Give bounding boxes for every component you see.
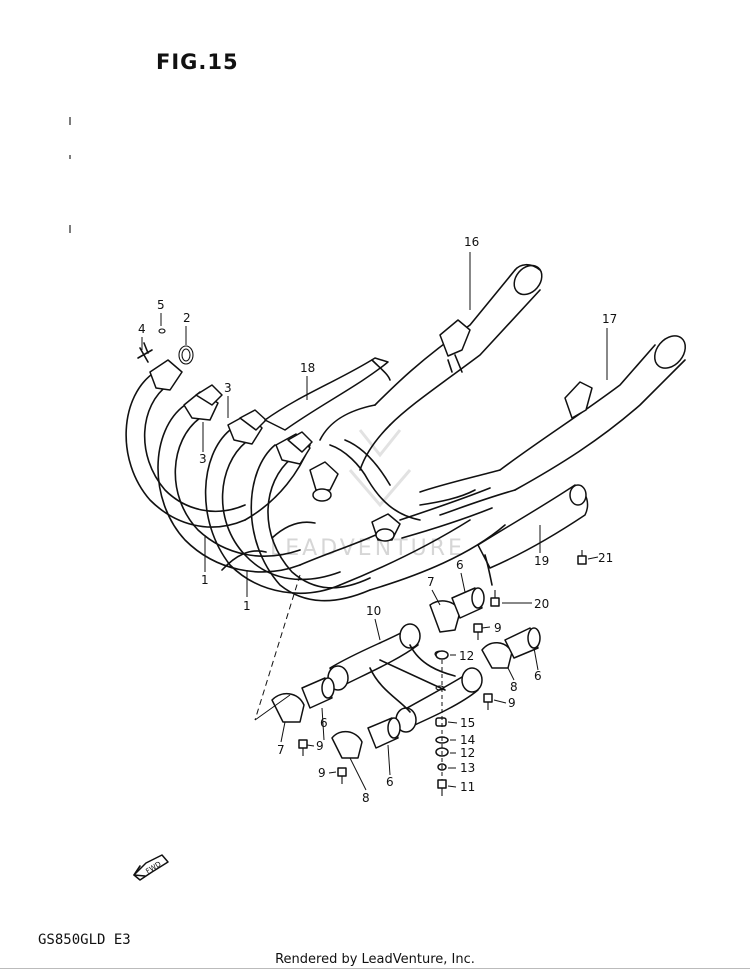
footer-divider bbox=[0, 968, 750, 969]
callout-21: 21 bbox=[598, 551, 613, 565]
figure-title: FIG.15 bbox=[156, 50, 239, 74]
fwd-arrow-icon: FWD bbox=[133, 854, 169, 881]
callout-17: 17 bbox=[602, 312, 617, 326]
callout-9: 9 bbox=[318, 766, 326, 780]
callout-6: 6 bbox=[456, 558, 464, 572]
callout-18: 18 bbox=[300, 361, 315, 375]
heat-shield-18 bbox=[264, 357, 391, 431]
callout-5: 5 bbox=[157, 298, 165, 312]
callout-10: 10 bbox=[366, 604, 381, 618]
callout-13: 13 bbox=[460, 761, 475, 775]
callout-9: 9 bbox=[494, 621, 502, 635]
watermark-text: LEADVENTURE bbox=[270, 536, 465, 561]
callout-7: 7 bbox=[277, 743, 285, 757]
callout-19: 19 bbox=[534, 554, 549, 568]
footer-credit: Rendered by LeadVenture, Inc. bbox=[275, 952, 475, 967]
callout-11: 11 bbox=[460, 780, 475, 794]
collector-pipes bbox=[309, 439, 493, 542]
callout-8: 8 bbox=[510, 680, 518, 694]
clamps-and-connectors bbox=[271, 587, 541, 759]
callout-12: 12 bbox=[459, 649, 474, 663]
callout-9: 9 bbox=[316, 739, 324, 753]
callout-20: 20 bbox=[534, 597, 549, 611]
assembly-guides bbox=[254, 574, 443, 780]
callout-9: 9 bbox=[508, 696, 516, 710]
callout-2: 2 bbox=[183, 311, 191, 325]
callout-labels: 4 5 2 3 3 1 1 18 16 17 19 21 20 7 6 10 9… bbox=[138, 235, 617, 805]
callout-3: 3 bbox=[199, 452, 207, 466]
exhaust-header-pipes bbox=[125, 328, 506, 602]
callout-1: 1 bbox=[201, 573, 209, 587]
callout-6: 6 bbox=[320, 716, 328, 730]
callout-6: 6 bbox=[386, 775, 394, 789]
model-code: GS850GLD E3 bbox=[38, 932, 131, 948]
watermark-logo: LEADVENTURE bbox=[270, 429, 465, 561]
callout-3: 3 bbox=[224, 381, 232, 395]
callout-14: 14 bbox=[460, 733, 475, 747]
callout-1: 1 bbox=[243, 599, 251, 613]
callout-15: 15 bbox=[460, 716, 475, 730]
callout-8: 8 bbox=[362, 791, 370, 805]
callout-4: 4 bbox=[138, 322, 146, 336]
muffler-16 bbox=[319, 263, 543, 471]
joint-pipe-10 bbox=[327, 623, 483, 733]
callout-12: 12 bbox=[460, 746, 475, 760]
callout-7: 7 bbox=[427, 575, 435, 589]
heat-shield-19 bbox=[477, 484, 589, 586]
callout-16: 16 bbox=[464, 235, 479, 249]
callout-6: 6 bbox=[534, 669, 542, 683]
callout-leaders bbox=[141, 252, 608, 791]
muffler-17 bbox=[419, 335, 687, 516]
